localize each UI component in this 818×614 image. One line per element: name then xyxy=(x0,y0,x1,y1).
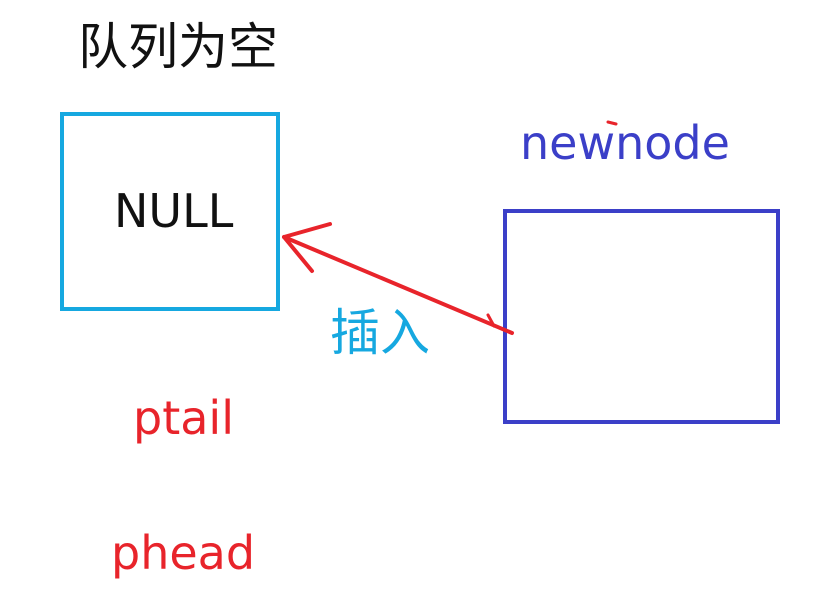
insert-arrow-tick xyxy=(486,313,496,328)
queue-node-box xyxy=(60,112,280,311)
newnode-label: newnode xyxy=(520,116,730,170)
phead-label: phead xyxy=(111,526,256,580)
insert-arrow-head xyxy=(282,222,332,273)
insert-label: 插入 xyxy=(330,304,430,362)
ptail-label: ptail xyxy=(133,391,234,445)
newnode-box xyxy=(503,209,780,424)
null-label: NULL xyxy=(114,184,234,238)
diagram-title: 队列为空 xyxy=(78,18,278,76)
